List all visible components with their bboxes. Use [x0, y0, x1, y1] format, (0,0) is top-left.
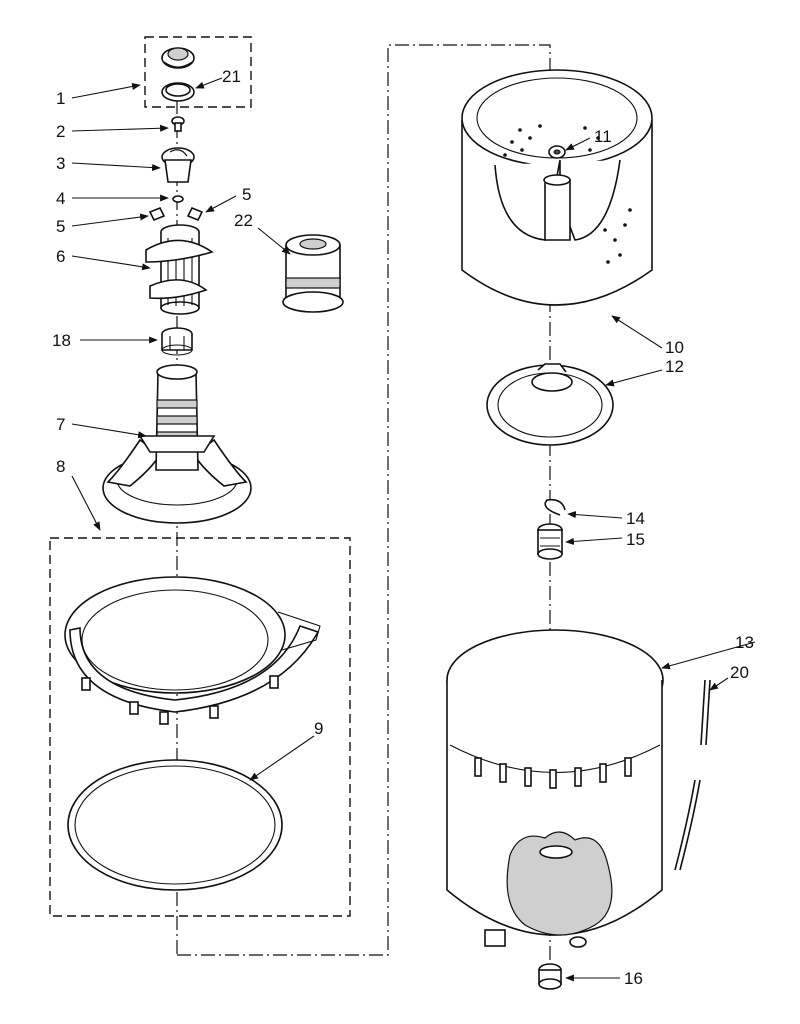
part-cam-top — [161, 147, 195, 183]
part-drive-plate — [486, 363, 614, 446]
part-clutch-spring — [537, 523, 563, 560]
part-seal-ring — [161, 82, 195, 102]
callout-13: 13 — [735, 633, 754, 652]
callout-14: 14 — [626, 509, 645, 528]
callout-5-left: 5 — [56, 217, 65, 236]
callout-9: 9 — [314, 719, 323, 738]
callout-15: 15 — [626, 530, 645, 549]
callout-11: 11 — [594, 127, 612, 146]
callout-1: 1 — [56, 89, 65, 108]
part-bolt — [171, 116, 185, 132]
basket-perforations — [503, 124, 632, 264]
group-box-hub-assembly — [49, 537, 351, 917]
part-dog-left — [148, 206, 166, 222]
part-retaining-ring — [544, 498, 566, 516]
part-tub-ring — [64, 576, 321, 725]
part-drain-plug — [538, 963, 562, 990]
part-washer — [172, 195, 184, 203]
part-basket-nut — [548, 145, 566, 159]
assembly-axis-lines — [176, 44, 551, 960]
part-overflow-hose — [674, 679, 711, 871]
callout-7: 7 — [56, 415, 65, 434]
part-agitator-cap — [161, 47, 195, 69]
callout-4: 4 — [56, 189, 65, 208]
callout-12: 12 — [665, 357, 684, 376]
callout-8: 8 — [56, 457, 65, 476]
callout-5-right: 5 — [242, 185, 251, 204]
part-cam-bushing — [282, 234, 344, 313]
part-bearing — [161, 327, 193, 356]
part-auger-barrel — [145, 224, 214, 315]
callout-21: 21 — [222, 67, 241, 86]
part-spin-basket — [461, 69, 653, 306]
part-dog-right — [186, 206, 204, 222]
part-outer-tub — [446, 629, 664, 948]
callout-18: 18 — [52, 331, 71, 350]
group-box-cap-assembly — [144, 36, 252, 108]
callout-16: 16 — [624, 969, 643, 988]
callout-3: 3 — [56, 154, 65, 173]
callout-22: 22 — [234, 211, 253, 230]
callout-10: 10 — [665, 338, 684, 357]
part-gasket-ring — [67, 759, 283, 891]
part-drive-hub — [102, 364, 252, 524]
callout-6: 6 — [56, 247, 65, 266]
leader-lines — [71, 77, 756, 982]
callout-2: 2 — [56, 122, 65, 141]
callout-labels: 1 21 2 3 4 5 5 22 6 18 7 8 9 11 10 12 14… — [52, 67, 754, 988]
tub-slots — [474, 757, 632, 789]
callout-20: 20 — [730, 663, 749, 682]
